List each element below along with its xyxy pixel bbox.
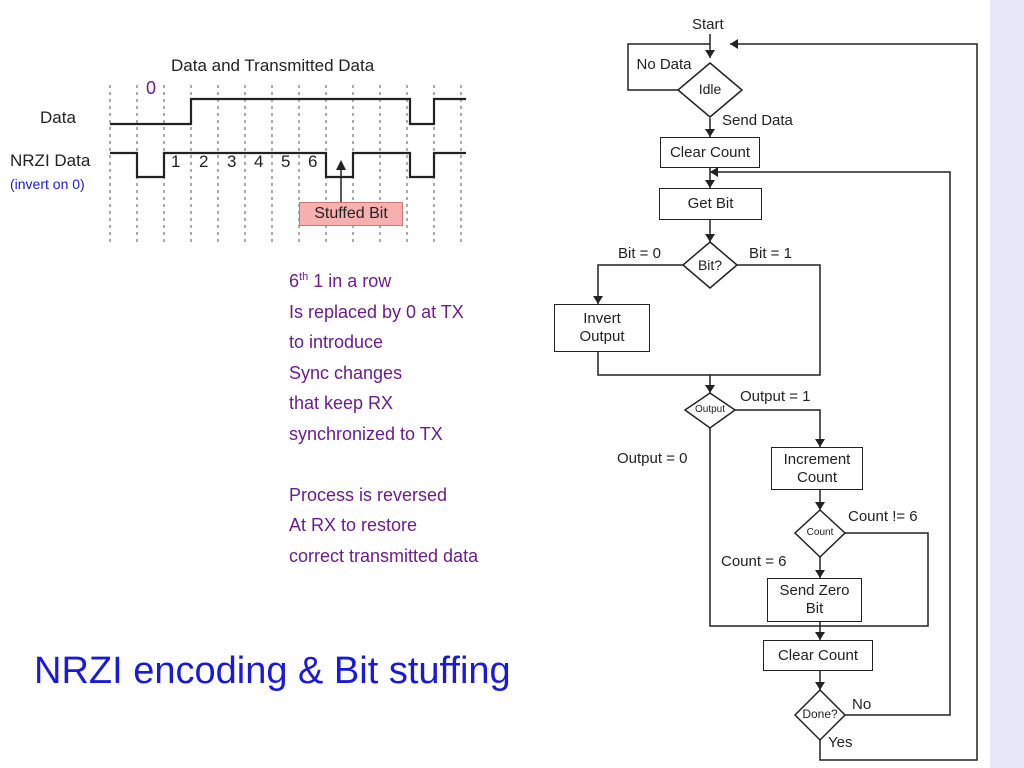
send-zero-bit-box: Send Zero Bit bbox=[767, 578, 862, 622]
note-line: At RX to restore bbox=[289, 515, 418, 535]
note-line: Sync changes bbox=[289, 362, 403, 383]
bit-q-label: Bit? bbox=[697, 257, 723, 273]
note-line: correct transmitted data bbox=[289, 545, 479, 566]
invert-output-box: Invert Output bbox=[554, 304, 650, 352]
box-line: Send Zero bbox=[779, 582, 850, 599]
note-line: synchronized to TX bbox=[289, 423, 443, 444]
yes-label: Yes bbox=[828, 734, 853, 751]
zero-marker: 0 bbox=[146, 78, 157, 98]
note-line: that keep RX bbox=[289, 393, 394, 413]
output-eq-1-label: Output = 1 bbox=[740, 388, 811, 405]
note-line: Is replaced by 0 at TX bbox=[289, 301, 464, 322]
count-ne-6-label: Count != 6 bbox=[848, 508, 918, 525]
output-diamond bbox=[683, 392, 737, 429]
bit-number: 5 bbox=[281, 152, 291, 171]
nrzi-waveform bbox=[110, 151, 466, 179]
bit-eq-0-label: Bit = 0 bbox=[618, 245, 661, 262]
count-eq-6-label: Count = 6 bbox=[721, 553, 787, 570]
bit-number: 1 bbox=[171, 152, 181, 171]
invert-note: (invert on 0) bbox=[10, 176, 85, 192]
box-line: Output bbox=[579, 328, 625, 345]
data-row-label: Data bbox=[40, 108, 76, 127]
bit-number: 4 bbox=[254, 152, 264, 171]
clear-count-box-1: Clear Count bbox=[660, 137, 760, 168]
explanation-note: 6th 1 in a row Is replaced by 0 at TX to… bbox=[289, 262, 478, 571]
slide-title: NRZI encoding & Bit stuffing bbox=[34, 650, 511, 692]
start-label: Start bbox=[692, 16, 724, 33]
box-line: Count bbox=[796, 468, 838, 486]
bit-number: 6 bbox=[308, 152, 318, 171]
no-label: No bbox=[852, 696, 872, 713]
idle-diamond bbox=[676, 62, 744, 118]
box-line: Increment bbox=[783, 450, 851, 468]
done-diamond bbox=[793, 688, 847, 742]
no-data-label: No Data bbox=[636, 56, 692, 73]
output-eq-0-label: Output = 0 bbox=[617, 450, 688, 467]
right-sidebar-strip bbox=[990, 0, 1024, 768]
box-line: Invert bbox=[583, 310, 621, 327]
data-waveform bbox=[110, 97, 466, 126]
output-diamond-label: Output bbox=[694, 404, 726, 415]
bit-number: 3 bbox=[227, 152, 237, 171]
nrzi-row-label: NRZI Data bbox=[10, 151, 91, 170]
send-data-label: Send Data bbox=[722, 112, 793, 129]
note-line: Process is reversed bbox=[289, 484, 448, 505]
count-diamond bbox=[793, 508, 847, 559]
bit-diamond bbox=[681, 241, 739, 289]
bit-eq-1-label: Bit = 1 bbox=[749, 245, 792, 262]
waveform-title: Data and Transmitted Data bbox=[171, 56, 375, 75]
note-line bbox=[289, 449, 478, 480]
note-line: to introduce bbox=[289, 332, 384, 352]
flowchart-connectors bbox=[593, 34, 978, 761]
note-line: 6th 1 in a row bbox=[289, 271, 392, 291]
done-q-label: Done? bbox=[802, 707, 838, 721]
bit-number: 2 bbox=[199, 152, 209, 171]
increment-count-box: Increment Count bbox=[771, 447, 863, 490]
get-bit-box: Get Bit bbox=[659, 188, 762, 220]
count-diamond-label: Count bbox=[806, 527, 834, 538]
stuffed-bit-label: Stuffed Bit bbox=[299, 202, 403, 226]
clear-count-box-2: Clear Count bbox=[763, 640, 873, 671]
box-line: Bit bbox=[805, 600, 824, 617]
idle-label: Idle bbox=[698, 81, 722, 97]
